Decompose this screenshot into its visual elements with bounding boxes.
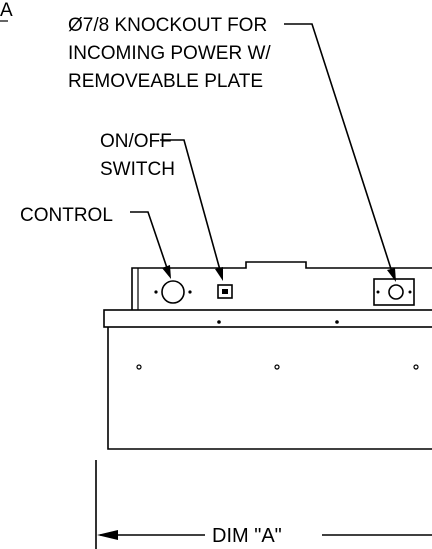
switch-label-line1: ON/OFF: [100, 131, 172, 152]
switch-label-line2: SWITCH: [100, 159, 175, 180]
dimension-arrowhead-left: [97, 530, 118, 540]
switch-arrowhead: [215, 267, 223, 281]
body-screw-left: [136, 364, 142, 370]
body-screw-middle: [274, 364, 280, 370]
knockout-plate: [373, 278, 415, 306]
control-leader-line: [130, 211, 168, 269]
knob-screw-left: [154, 290, 158, 294]
onoff-switch-icon: [217, 284, 233, 299]
switch-rocker: [222, 289, 228, 294]
lip-screw-1: [217, 320, 221, 324]
plate-screw-right: [408, 290, 412, 294]
knockout-label-line3: REMOVEABLE PLATE: [68, 71, 263, 92]
switch-leader-line: [160, 139, 221, 271]
knockout-hole-icon: [388, 284, 404, 300]
control-panel-outline: [131, 261, 432, 310]
dimension-label: DIM "A": [212, 525, 282, 547]
knockout-leader-line: [284, 23, 393, 273]
control-knob-icon: [161, 280, 185, 304]
housing-top-lip: [103, 309, 432, 328]
lip-screw-2: [335, 320, 339, 324]
knob-screw-right: [188, 290, 192, 294]
knockout-label-line1: Ø7/8 KNOCKOUT FOR: [68, 15, 267, 36]
plate-screw-left: [376, 290, 380, 294]
corner-label-fragment: A: [0, 0, 13, 21]
knockout-label-line2: INCOMING POWER W/: [68, 43, 271, 64]
housing-body: [107, 327, 432, 450]
control-label: CONTROL: [20, 205, 113, 226]
body-screw-right: [413, 364, 419, 370]
control-arrowhead: [162, 265, 171, 279]
knockout-arrowhead: [387, 268, 396, 282]
